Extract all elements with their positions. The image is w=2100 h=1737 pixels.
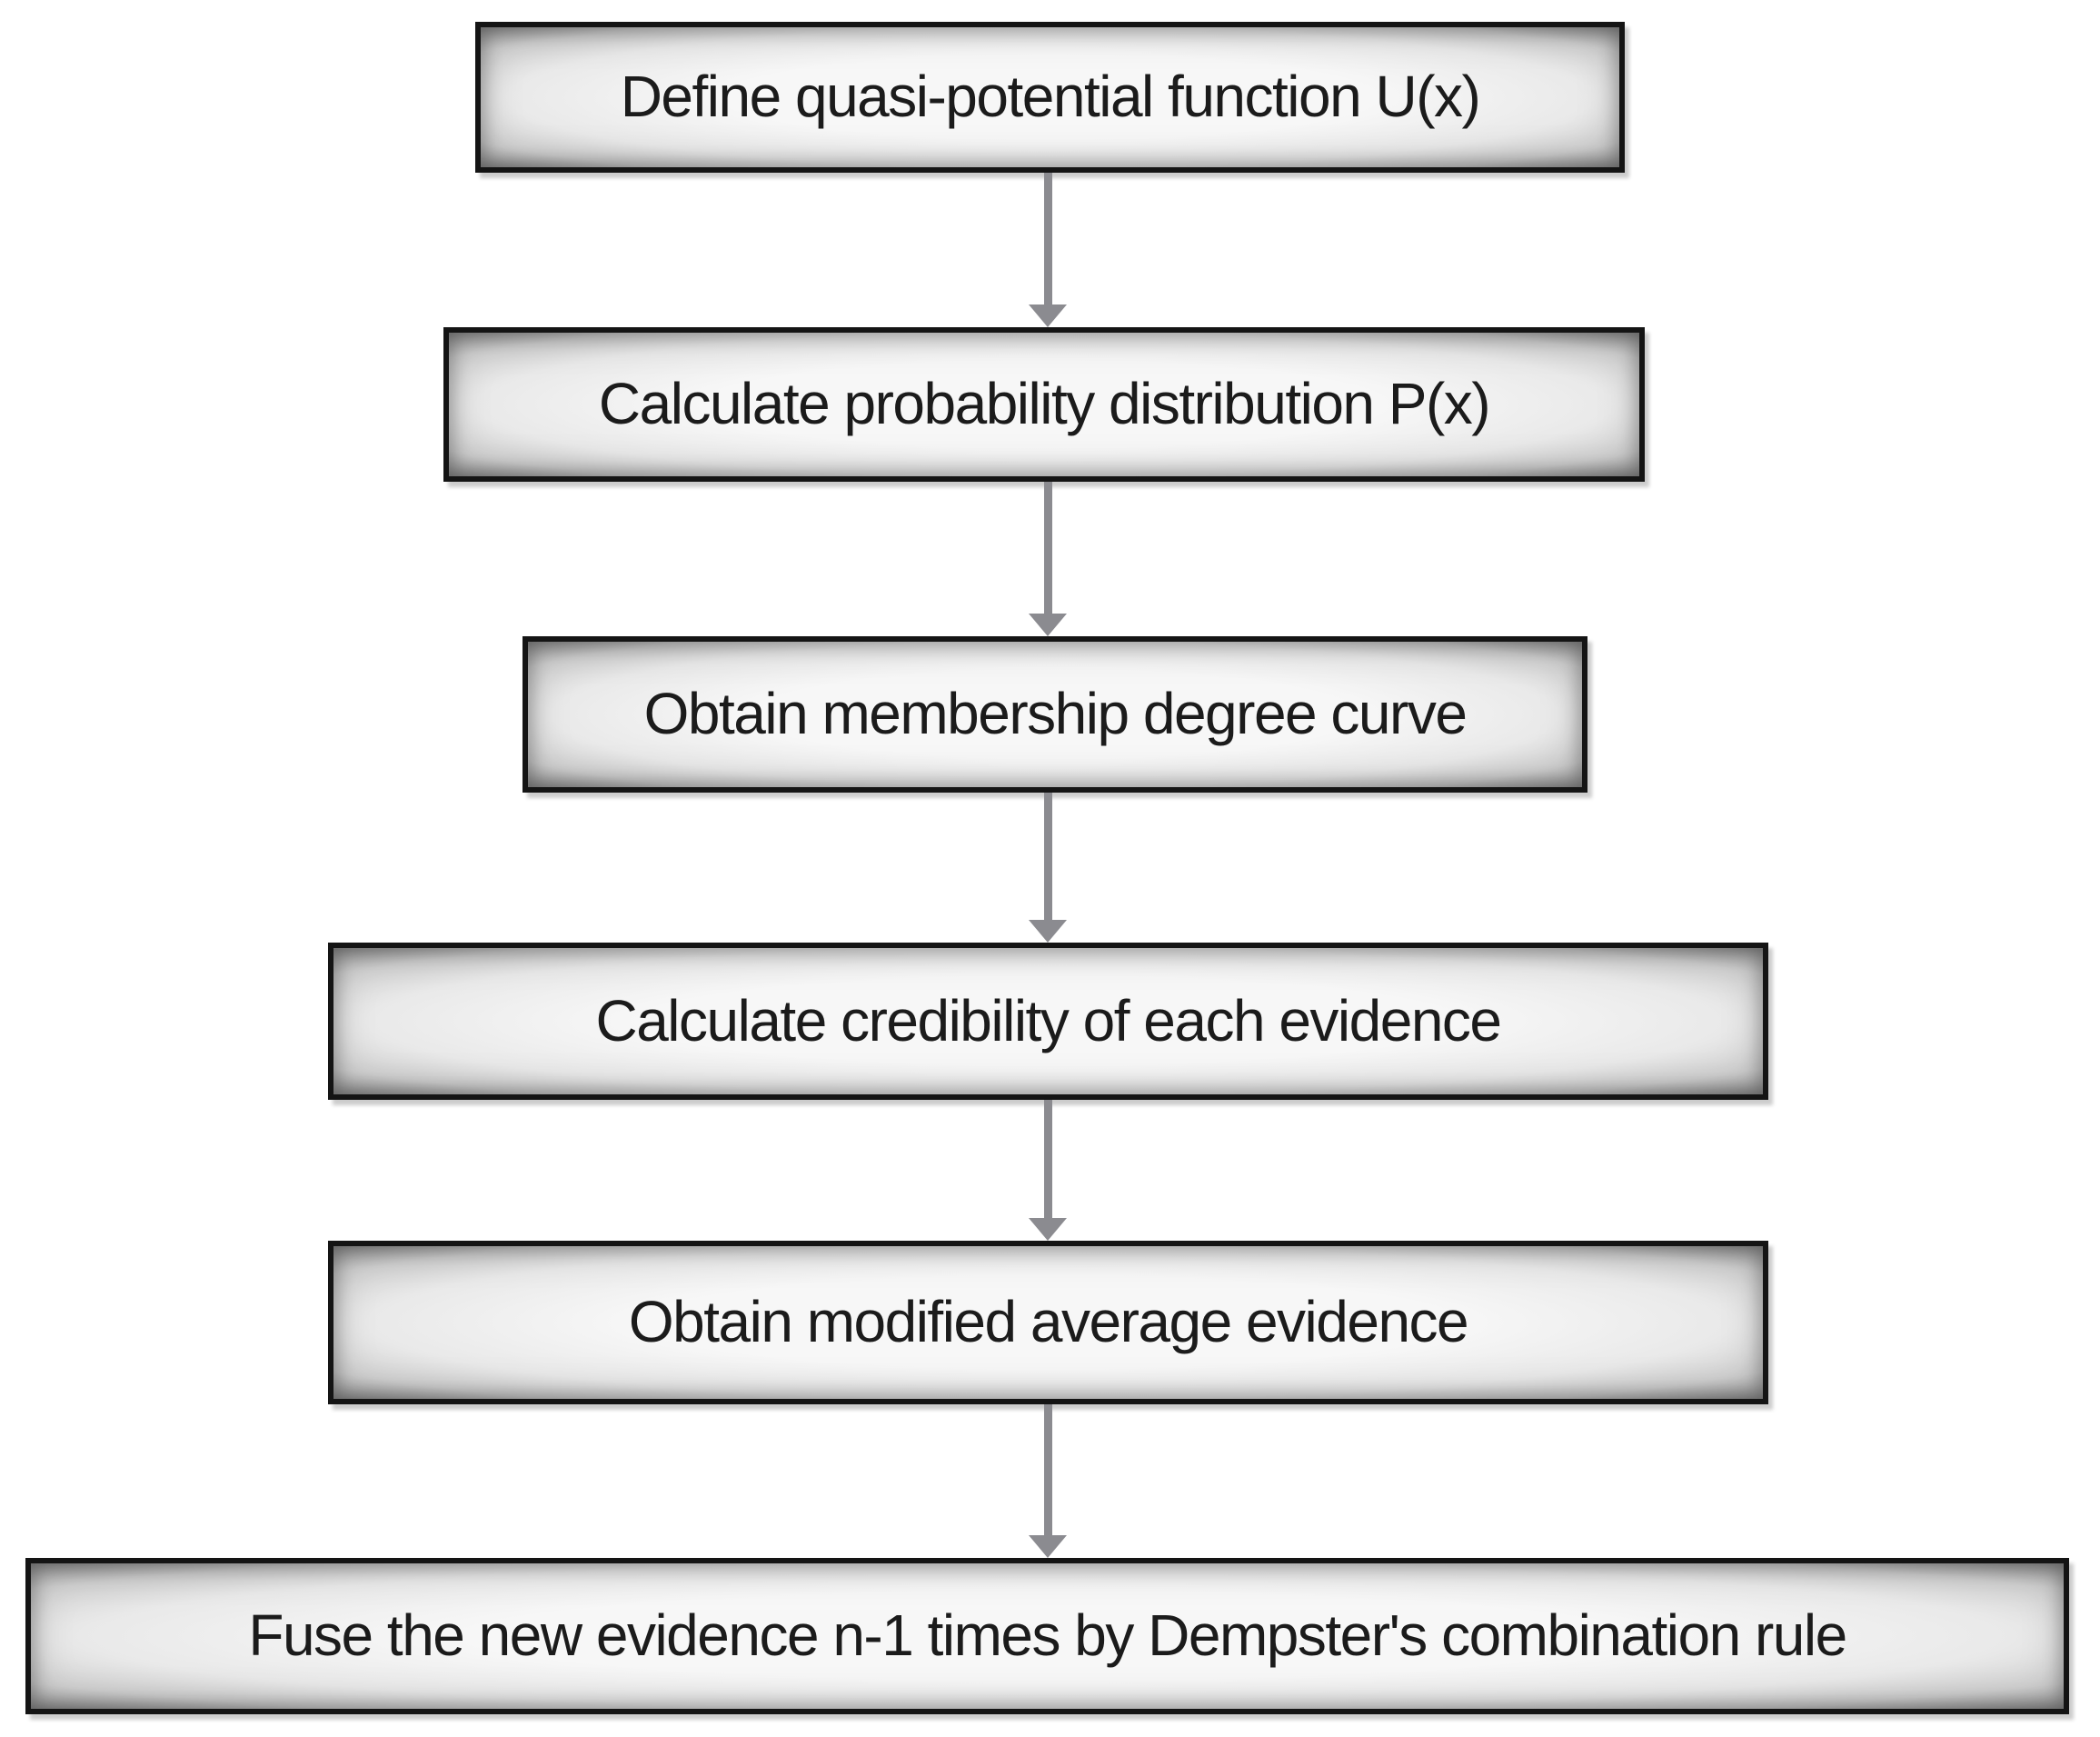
flow-step-6-label: Fuse the new evidence n-1 times by Demps… — [248, 1602, 1847, 1669]
flow-step-1-label: Define quasi-potential function U(x) — [620, 64, 1481, 130]
flow-arrow-1 — [1029, 173, 1067, 327]
flow-arrow-4 — [1029, 1100, 1067, 1241]
arrow-shaft — [1043, 173, 1052, 306]
arrow-head-down-icon — [1029, 1218, 1067, 1241]
flow-step-2-box: Calculate probability distribution P(x) — [443, 327, 1645, 482]
flow-arrow-5 — [1029, 1404, 1067, 1558]
arrow-head-down-icon — [1029, 1535, 1067, 1558]
flow-step-3-box: Obtain membership degree curve — [523, 636, 1587, 793]
flow-arrow-3 — [1029, 793, 1067, 943]
flow-step-6-box: Fuse the new evidence n-1 times by Demps… — [25, 1558, 2069, 1714]
arrow-shaft — [1043, 1100, 1052, 1220]
flow-step-5-label: Obtain modified average evidence — [628, 1289, 1469, 1355]
flow-step-4-box: Calculate credibility of each evidence — [328, 943, 1768, 1100]
arrow-head-down-icon — [1029, 614, 1067, 636]
arrow-head-down-icon — [1029, 920, 1067, 943]
arrow-shaft — [1043, 793, 1052, 922]
flow-step-5-box: Obtain modified average evidence — [328, 1241, 1768, 1404]
arrow-shaft — [1043, 1404, 1052, 1537]
flow-step-2-label: Calculate probability distribution P(x) — [598, 371, 1491, 437]
flow-arrow-2 — [1029, 482, 1067, 636]
flow-step-3-label: Obtain membership degree curve — [643, 681, 1468, 747]
flow-step-1-box: Define quasi-potential function U(x) — [475, 22, 1625, 173]
arrow-shaft — [1043, 482, 1052, 615]
flow-step-4-label: Calculate credibility of each evidence — [595, 987, 1502, 1053]
arrow-head-down-icon — [1029, 304, 1067, 327]
